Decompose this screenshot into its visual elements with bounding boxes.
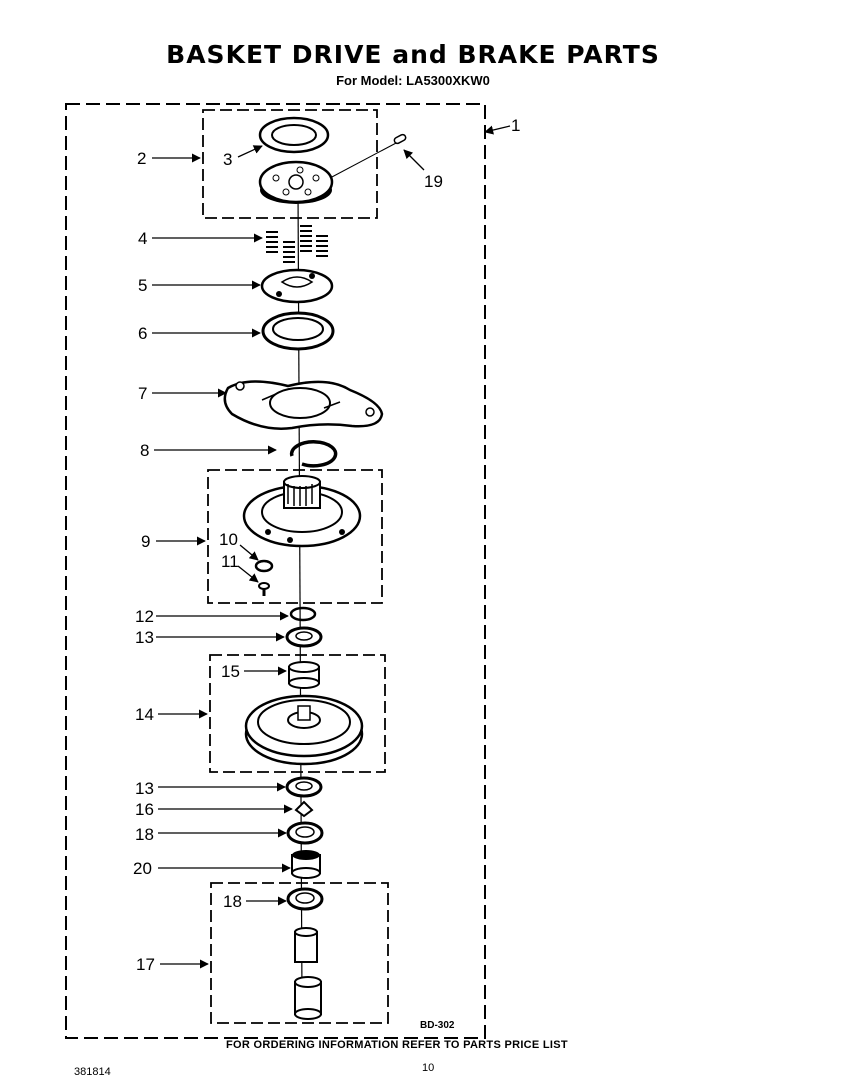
part-10-washer [254,559,274,573]
diagram-title: BASKET DRIVE and BRAKE PARTS [166,40,660,69]
part-18-bearing-upper [286,821,324,845]
part-15-bearing [288,661,320,689]
callout-2: 2 [137,149,146,168]
callout-18-lower: 18 [223,892,242,911]
part-9-brake-flange [242,475,362,548]
callout-17: 17 [136,955,155,974]
document-number: 381814 [74,1066,111,1078]
model-subtitle: For Model: LA5300XKW0 [336,73,490,88]
callout-9: 9 [141,532,150,551]
diagram-code: BD-302 [420,1020,455,1031]
part-2-brake-housing [258,160,334,204]
callout-16: 16 [135,800,154,819]
callout-8: 8 [140,441,149,460]
callout-13-lower: 13 [135,779,154,798]
callout-11: 11 [221,552,239,571]
part-7-mounting-plate [223,380,384,430]
callout-3: 3 [223,150,232,169]
group-box-14 [209,654,386,773]
part-11-bolt [258,582,270,596]
part-12-retainer-ring [289,606,317,622]
part-16-seal [294,800,314,818]
part-3-washer [258,116,330,154]
callout-4: 4 [138,229,147,248]
callout-1: 1 [511,116,520,135]
callout-15: 15 [221,662,240,681]
group-box-17 [210,882,389,1024]
part-20-bushing [291,850,321,879]
part-17-shaft [294,927,322,1020]
callout-6: 6 [138,324,147,343]
callout-12: 12 [135,607,154,626]
leader-3 [237,145,263,158]
callout-18-upper: 18 [135,825,154,844]
ordering-footer: FOR ORDERING INFORMATION REFER TO PARTS … [226,1039,568,1051]
callout-10: 10 [219,530,238,549]
callout-5: 5 [138,276,147,295]
callout-7: 7 [138,384,147,403]
part-5-plate [260,268,334,304]
callout-19: 19 [424,172,443,191]
callout-20: 20 [133,859,152,878]
part-4-springs [266,225,328,263]
part-13-washer-upper [285,626,323,648]
part-14-pulley [244,694,364,766]
leader-1 [484,125,511,135]
part-18-bearing-lower [286,887,324,911]
part-13-washer-lower [285,776,323,798]
callout-13-upper: 13 [135,628,154,647]
part-19-pin [329,133,407,179]
page-number: 10 [422,1062,435,1074]
leader-11 [237,565,259,583]
group-box-9 [207,469,383,604]
callout-14: 14 [135,705,154,724]
group-box-2 [202,109,378,219]
leader-19 [403,149,425,171]
part-8-snap-ring [289,440,338,468]
part-6-ring [261,311,335,351]
assembly-outline [65,103,486,1039]
leader-10 [239,544,259,561]
